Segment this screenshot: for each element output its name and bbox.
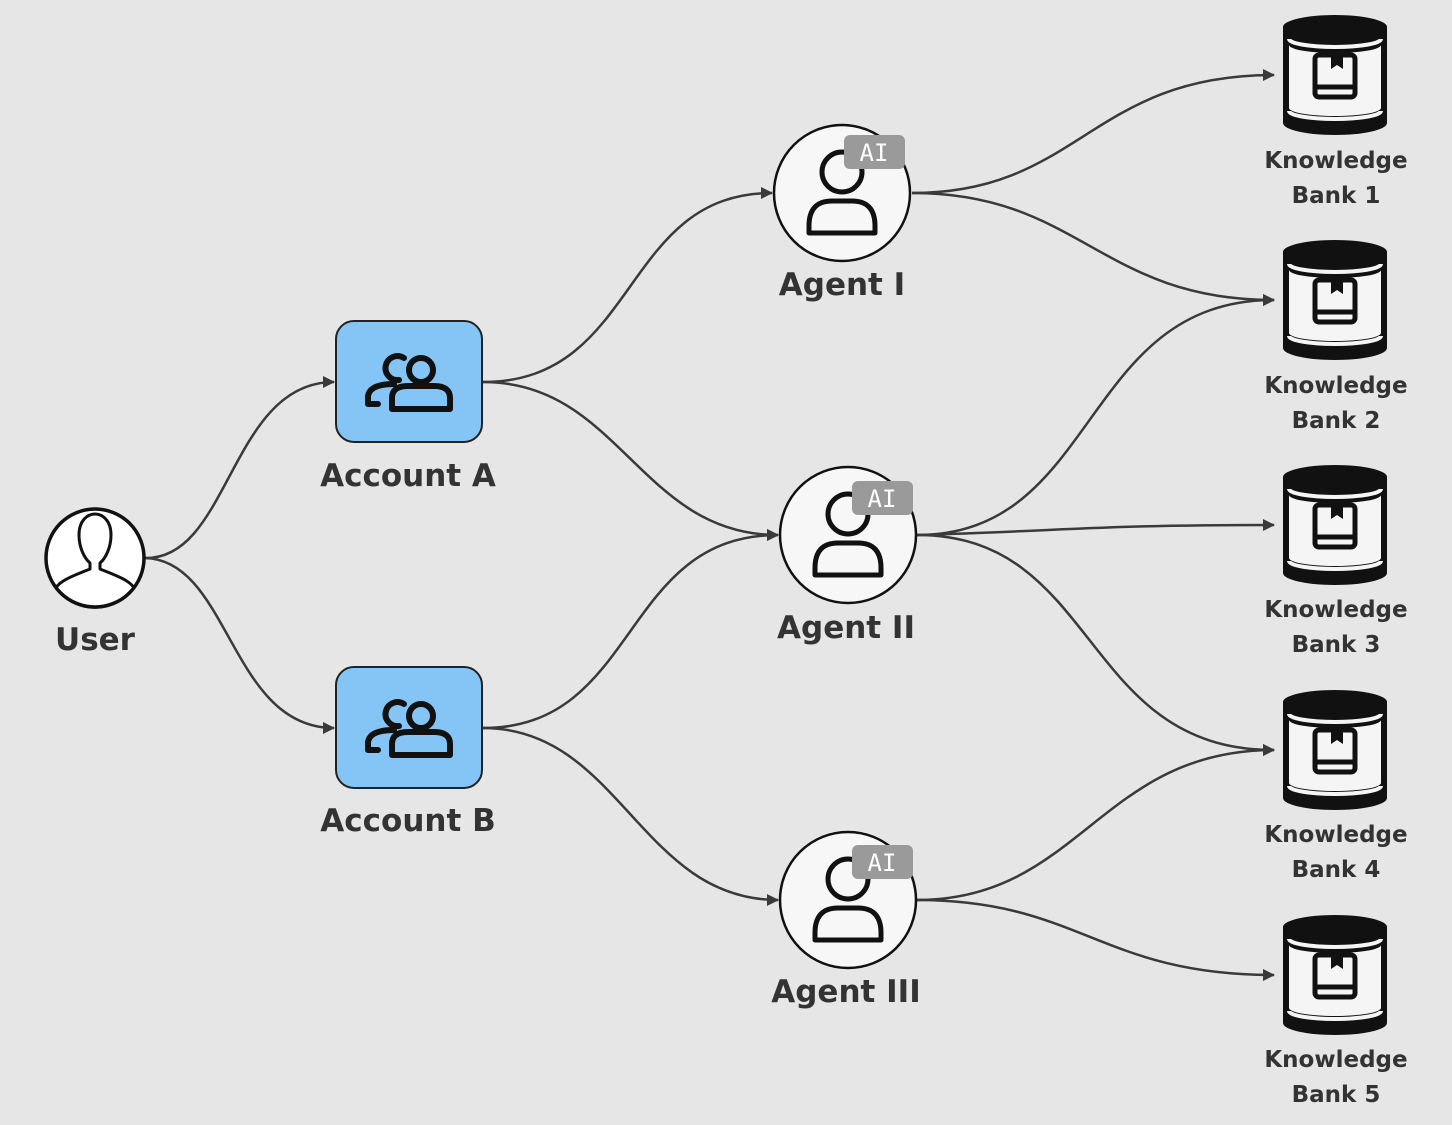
edge-user-account-a bbox=[144, 376, 335, 560]
user-label: User bbox=[55, 622, 135, 658]
kb-label-line2: Bank 2 bbox=[1291, 408, 1381, 434]
ai-badge-label: AI bbox=[868, 849, 897, 877]
edge-agent-1-kb-2 bbox=[911, 191, 1275, 306]
kb-label-line1: Knowledge bbox=[1264, 373, 1408, 399]
knowledge-bank-1-node bbox=[1283, 15, 1387, 135]
agent-3-label: Agent III bbox=[771, 974, 921, 1010]
edge-account-b-agent-3 bbox=[482, 726, 779, 906]
ai-badge bbox=[852, 481, 913, 515]
edge-account-a-agent-2 bbox=[482, 380, 779, 541]
kb-label-line2: Bank 4 bbox=[1291, 857, 1381, 883]
knowledge-bank-2-node bbox=[1283, 240, 1387, 360]
user-outline-icon bbox=[54, 512, 136, 609]
knowledge-bank-3-label: Knowledge Bank 3 bbox=[1236, 593, 1436, 663]
edge-account-b-agent-2 bbox=[482, 529, 779, 730]
knowledge-bank-5-label: Knowledge Bank 5 bbox=[1236, 1043, 1436, 1113]
ai-badge-label: AI bbox=[868, 485, 897, 513]
kb-label-line1: Knowledge bbox=[1264, 822, 1408, 848]
knowledge-bank-3-node bbox=[1283, 465, 1387, 585]
agent-3-node: AI bbox=[778, 830, 918, 970]
knowledge-bank-4-label: Knowledge Bank 4 bbox=[1236, 818, 1436, 888]
account-b-node bbox=[335, 666, 483, 789]
knowledge-bank-2-label: Knowledge Bank 2 bbox=[1236, 369, 1436, 439]
knowledge-bank-4-node bbox=[1283, 690, 1387, 810]
account-b-label: Account B bbox=[320, 803, 496, 839]
database-book-icon bbox=[1283, 15, 1387, 135]
ai-badge bbox=[844, 135, 905, 169]
database-book-icon bbox=[1283, 690, 1387, 810]
edge-agent-2-kb-4 bbox=[916, 533, 1275, 756]
ai-badge bbox=[852, 845, 913, 879]
kb-label-line2: Bank 3 bbox=[1291, 632, 1381, 658]
ai-badge-label: AI bbox=[860, 139, 889, 167]
account-a-node bbox=[335, 320, 483, 443]
edge-agent-2-kb-2 bbox=[916, 294, 1275, 537]
agent-2-label: Agent II bbox=[777, 610, 915, 646]
knowledge-bank-5-node bbox=[1283, 915, 1387, 1035]
kb-label-line1: Knowledge bbox=[1264, 148, 1408, 174]
edge-agent-3-kb-4 bbox=[916, 744, 1275, 902]
user-node bbox=[44, 507, 146, 609]
agent-2-node: AI bbox=[778, 465, 918, 605]
edges bbox=[144, 69, 1275, 981]
database-book-icon bbox=[1283, 915, 1387, 1035]
account-a-label: Account A bbox=[320, 458, 496, 494]
agent-1-node: AI bbox=[772, 123, 912, 263]
database-book-icon bbox=[1283, 240, 1387, 360]
kb-label-line1: Knowledge bbox=[1264, 597, 1408, 623]
edge-agent-2-kb-3 bbox=[916, 519, 1275, 537]
agent-1-label: Agent I bbox=[778, 267, 906, 303]
knowledge-bank-1-label: Knowledge Bank 1 bbox=[1236, 144, 1436, 214]
kb-label-line2: Bank 5 bbox=[1291, 1082, 1381, 1108]
edge-user-account-b bbox=[144, 556, 335, 734]
edge-account-a-agent-1 bbox=[482, 187, 773, 384]
database-book-icon bbox=[1283, 465, 1387, 585]
edge-agent-3-kb-5 bbox=[916, 898, 1275, 981]
kb-label-line1: Knowledge bbox=[1264, 1047, 1408, 1073]
kb-label-line2: Bank 1 bbox=[1291, 183, 1381, 209]
edge-agent-1-kb-1 bbox=[911, 69, 1275, 195]
